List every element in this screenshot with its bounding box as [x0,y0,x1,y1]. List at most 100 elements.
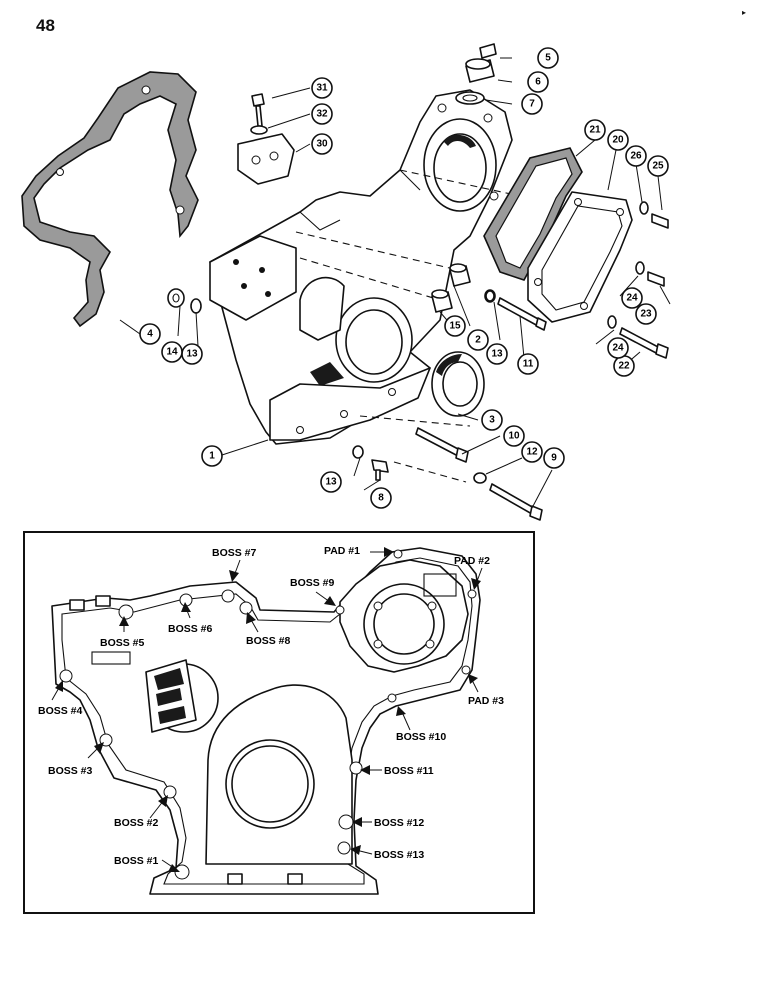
callout-number: 30 [316,139,328,150]
label-boss12: BOSS #12 [374,817,424,829]
callout-circle [139,323,161,345]
callout-circle [311,77,333,99]
label-boss6: BOSS #6 [168,623,213,635]
callout-circle [584,119,606,141]
callout-26: 26 [625,145,647,167]
callout-14: 14 [161,341,183,363]
side-cover-plate [527,191,633,323]
callout-number: 5 [545,53,551,64]
callout-number: 24 [612,343,624,354]
callout-bubbles: 1234567891011121313131415202122232424252… [139,47,669,509]
label-boss5: BOSS #5 [100,637,145,649]
front-cover-gasket [21,71,199,328]
callout-number: 14 [166,347,178,358]
callout-22: 22 [613,355,635,377]
callout-1: 1 [201,445,223,467]
callout-21: 21 [584,119,606,141]
callout-circle [621,287,643,309]
callout-circle [527,71,549,93]
dowel-pins [431,263,471,313]
callout-2: 2 [467,329,489,351]
corner-mark: ▸ [742,8,747,17]
callout-circle [517,353,539,375]
callout-number: 26 [630,151,642,162]
callout-number: 13 [491,349,503,360]
callout-9: 9 [543,447,565,469]
callout-number: 9 [551,453,557,464]
callout-circle [370,487,392,509]
callout-30: 30 [311,133,333,155]
oil-seal [431,351,485,417]
callout-number: 31 [316,83,328,94]
callout-number: 21 [589,125,601,136]
callout-circle [201,445,223,467]
callout-number: 12 [526,447,538,458]
callout-circle [320,471,342,493]
callout-24: 24 [607,337,629,359]
callout-circle [635,303,657,325]
callout-circle [543,447,565,469]
callout-number: 32 [316,109,328,120]
top-fittings [455,43,497,105]
callout-number: 4 [147,329,153,340]
label-boss7: BOSS #7 [212,547,257,559]
label-pad3: PAD #3 [468,695,504,707]
callout-13: 13 [181,343,203,365]
callout-10: 10 [503,425,525,447]
hardware [167,201,669,521]
callout-number: 23 [640,309,652,320]
callout-25: 25 [647,155,669,177]
label-pad1: PAD #1 [324,545,360,557]
callout-13: 13 [486,343,508,365]
callout-11: 11 [517,353,539,375]
callout-31: 31 [311,77,333,99]
callout-circle [537,47,559,69]
label-boss1: BOSS #1 [114,855,159,867]
label-boss13: BOSS #13 [374,849,424,861]
label-boss2: BOSS #2 [114,817,159,829]
bracket-and-bolt [237,93,295,185]
callout-number: 10 [508,431,520,442]
inset-labels: PAD #1 PAD #2 PAD #3 BOSS #7 BOSS #9 BOS… [38,545,504,867]
callout-13: 13 [320,471,342,493]
callout-15: 15 [444,315,466,337]
callout-12: 12 [521,441,543,463]
callout-circle [467,329,489,351]
callout-32: 32 [311,103,333,125]
page-number: 48 [36,16,55,35]
callout-number: 2 [475,335,481,346]
timing-cover-housing [209,89,513,445]
callout-number: 13 [325,477,337,488]
callout-circle [521,441,543,463]
callout-circle [607,129,629,151]
callout-20: 20 [607,129,629,151]
callout-4: 4 [139,323,161,345]
label-boss10: BOSS #10 [396,731,446,743]
inset-arrows [51,547,483,872]
callout-circle [625,145,647,167]
callout-7: 7 [521,93,543,115]
callout-circle [607,337,629,359]
callout-number: 6 [535,77,541,88]
callout-number: 7 [529,99,535,110]
label-boss9: BOSS #9 [290,577,335,589]
callout-number: 20 [612,135,624,146]
label-boss8: BOSS #8 [246,635,291,647]
callout-23: 23 [635,303,657,325]
label-boss3: BOSS #3 [48,765,93,777]
callout-circle [503,425,525,447]
callout-number: 13 [186,349,198,360]
callout-number: 3 [489,415,495,426]
callout-circle [311,133,333,155]
label-boss4: BOSS #4 [38,705,83,717]
callout-number: 1 [209,451,215,462]
callout-5: 5 [537,47,559,69]
label-boss11: BOSS #11 [384,765,434,777]
callout-circle [521,93,543,115]
callout-number: 11 [523,359,534,370]
callout-circle [647,155,669,177]
callout-number: 8 [378,493,384,504]
callout-number: 15 [449,321,461,332]
callout-number: 25 [652,161,664,172]
